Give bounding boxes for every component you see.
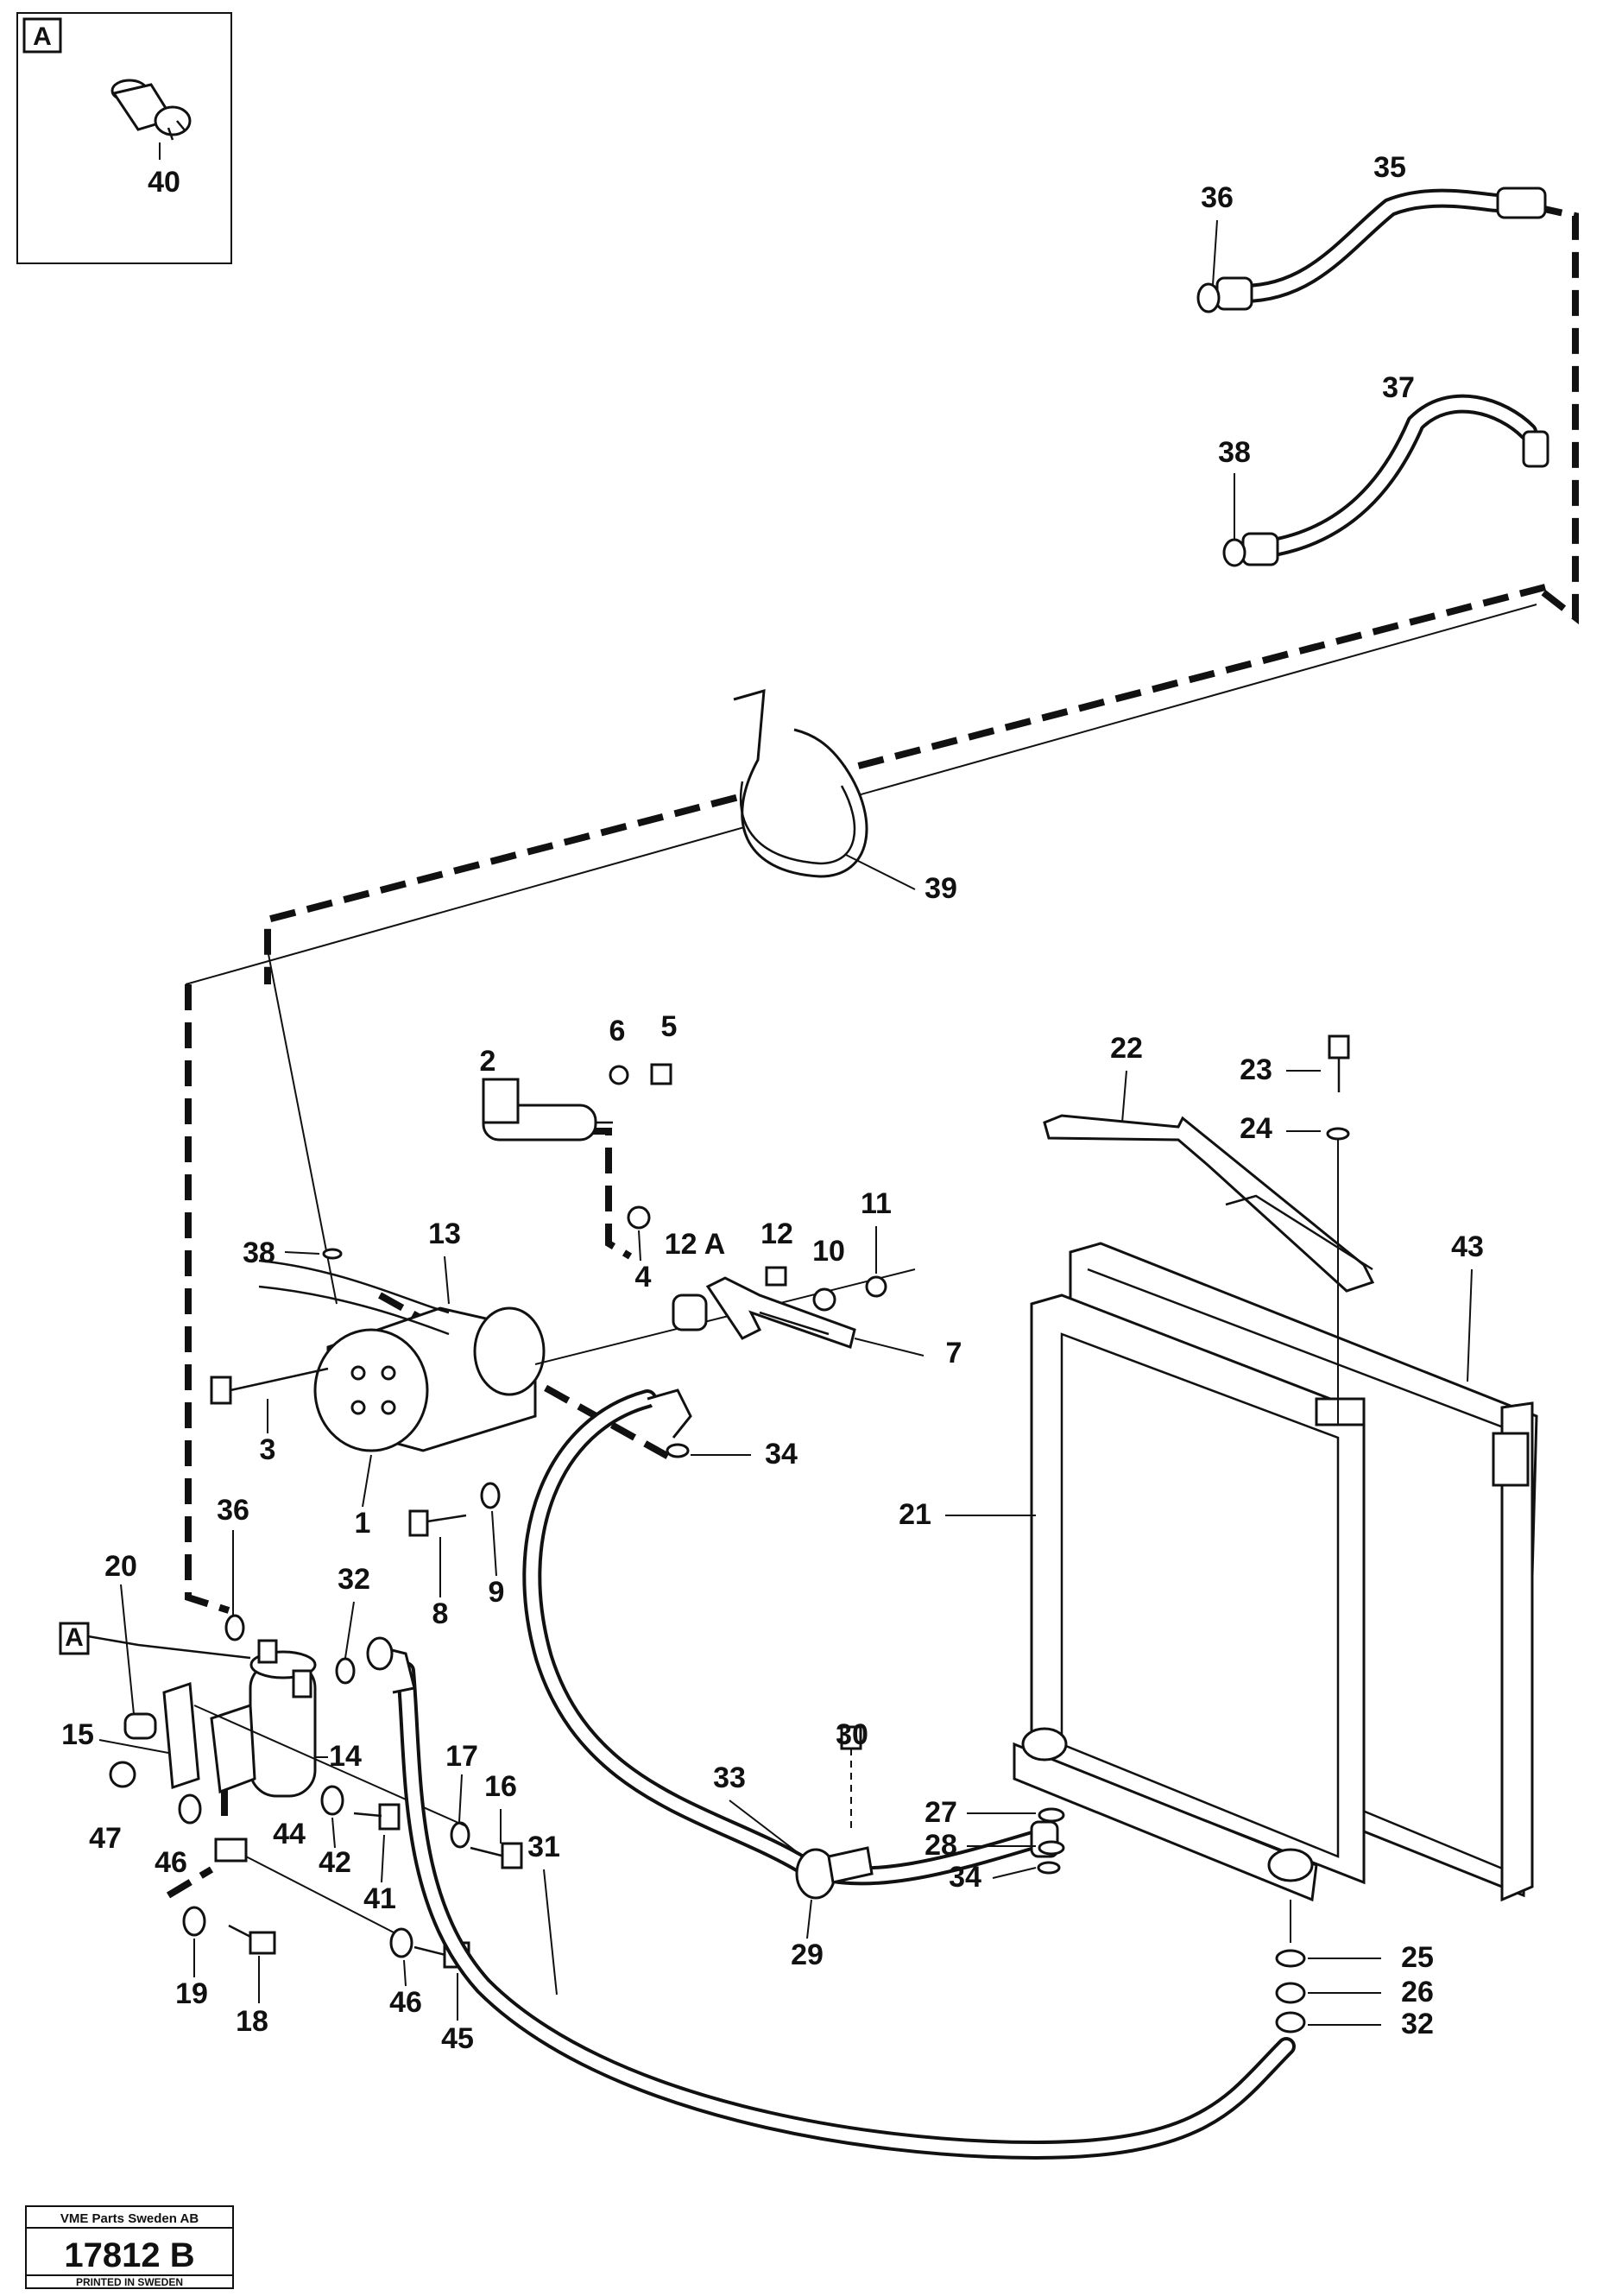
callout-13: 13 [428, 1218, 461, 1250]
callout-17: 17 [445, 1740, 478, 1773]
callout-24: 24 [1240, 1112, 1272, 1145]
callout-45: 45 [441, 2022, 474, 2055]
callout-42: 42 [319, 1846, 351, 1879]
callout-35: 35 [1373, 151, 1406, 184]
stamp-footer: PRINTED IN SWEDEN [76, 2276, 183, 2288]
callout-4: 4 [635, 1261, 652, 1293]
callout-39: 39 [925, 872, 957, 905]
callout-11: 11 [861, 1187, 892, 1220]
callout-1: 1 [355, 1507, 371, 1540]
clamp-29 [795, 1846, 874, 1900]
bracket-22 [1043, 1114, 1375, 1293]
callout-23: 23 [1240, 1053, 1272, 1086]
bracket-15 [162, 1681, 256, 1794]
callout-29: 29 [791, 1939, 824, 1971]
callout-3: 3 [260, 1433, 276, 1466]
callout-46-right: 46 [389, 1986, 422, 2019]
callout-12a: 12 A [665, 1228, 726, 1261]
callout-8: 8 [432, 1597, 449, 1630]
callout-9: 9 [489, 1576, 505, 1609]
callout-22: 22 [1110, 1032, 1143, 1065]
stamp-number: 17812 B [64, 2236, 194, 2274]
detail-box-a: A 40 [16, 12, 232, 264]
callout-46-left: 46 [155, 1846, 187, 1879]
callout-31: 31 [527, 1831, 560, 1863]
callout-6: 6 [609, 1015, 626, 1047]
condenser-21 [1013, 1293, 1366, 1902]
detail-box-a-tag: A [33, 22, 52, 51]
hose-37 [1222, 394, 1549, 567]
detail-callout-a: A [65, 1623, 84, 1652]
pressure-switch-icon [110, 79, 192, 160]
callout-25: 25 [1401, 1941, 1434, 1974]
callout-19: 19 [175, 1977, 208, 2010]
callout-38-mid: 38 [243, 1237, 275, 1269]
callout-18: 18 [236, 2005, 268, 2038]
callout-7: 7 [946, 1337, 962, 1369]
callout-12: 12 [760, 1218, 793, 1250]
callout-36-top: 36 [1201, 181, 1234, 214]
callout-41: 41 [363, 1882, 396, 1915]
callout-16: 16 [484, 1770, 517, 1803]
callout-33: 33 [713, 1762, 746, 1794]
callout-28: 28 [925, 1829, 957, 1862]
callout-32-left: 32 [338, 1563, 370, 1596]
hose-routing-dashes [166, 204, 1579, 1899]
compressor-1 [258, 1259, 916, 1452]
callout-47: 47 [89, 1822, 122, 1855]
callout-10: 10 [812, 1235, 845, 1268]
callout-26: 26 [1401, 1976, 1434, 2008]
bracket-2 [482, 1078, 613, 1142]
callout-34-right: 34 [949, 1861, 981, 1894]
arm-7 [705, 1276, 856, 1349]
callout-43: 43 [1451, 1230, 1484, 1263]
callout-5: 5 [661, 1010, 678, 1043]
callout-34-mid: 34 [765, 1438, 798, 1471]
callout-21: 21 [899, 1498, 931, 1531]
callout-40: 40 [148, 166, 180, 199]
stamp-company: VME Parts Sweden AB [60, 2211, 199, 2226]
callout-36-left: 36 [217, 1494, 249, 1527]
callout-44: 44 [273, 1818, 306, 1850]
callout-27: 27 [925, 1796, 957, 1829]
hose-strap-39 [733, 688, 868, 878]
hose-31 [366, 1636, 1296, 2160]
bolt-18 [228, 1924, 276, 1955]
drawing-stamp: VME Parts Sweden AB 17812 B PRINTED IN S… [25, 2205, 234, 2289]
callout-2: 2 [480, 1045, 496, 1078]
bolt-3 [210, 1367, 329, 1405]
callout-32-right: 32 [1401, 2008, 1434, 2040]
hose-35 [1196, 187, 1547, 313]
hose-33 [522, 1388, 1059, 1886]
callout-15: 15 [61, 1718, 94, 1751]
receiver-drier-14 [249, 1639, 317, 1798]
callout-20: 20 [104, 1550, 137, 1583]
callout-37: 37 [1382, 371, 1415, 404]
callout-38-top: 38 [1218, 436, 1251, 469]
callout-30: 30 [836, 1718, 868, 1751]
